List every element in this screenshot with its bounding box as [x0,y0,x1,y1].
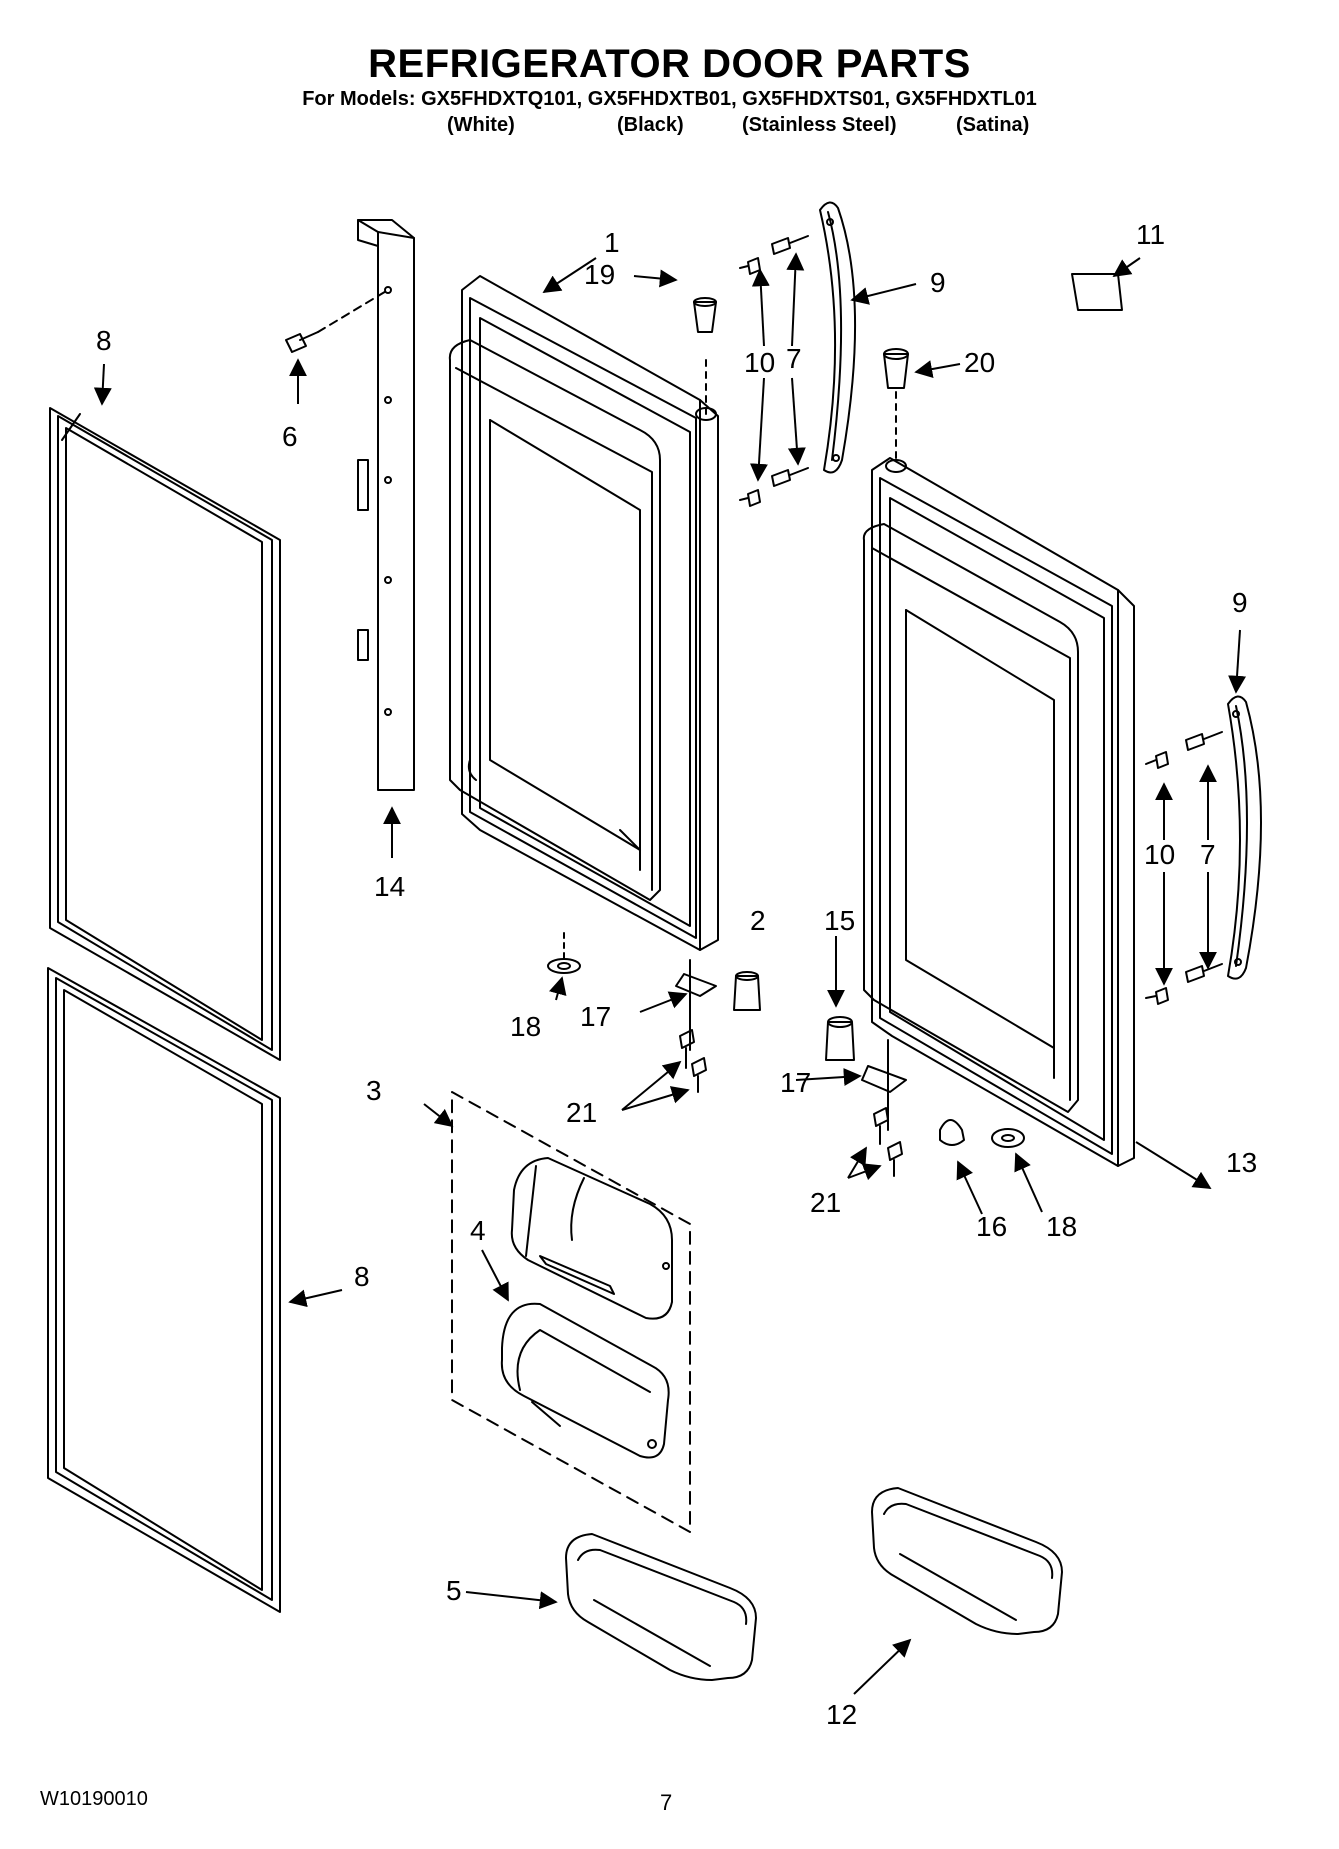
callout-labels: 1 2 3 4 5 6 7 7 8 8 8 9 9 10 10 11 12 13… [96,219,1257,1730]
door-gasket-upper [49,407,281,1061]
document-number: W10190010 [40,1788,148,1810]
callout-8-top: 8 [96,325,112,356]
hinge-cap-19 [693,297,717,333]
callout-13: 13 [1226,1147,1257,1178]
callout-7-lower: 7 [1200,839,1216,870]
variant-satina: (Satina) [956,114,1030,136]
handle-screws-lower [1145,731,1223,1005]
callout-9-upper: 9 [930,267,946,298]
screw-6 [285,289,389,353]
callout-6: 6 [282,421,298,452]
door-handle-upper [819,201,857,474]
door-bin-12 [871,1487,1063,1635]
callout-5: 5 [446,1575,462,1606]
callout-17-left: 17 [580,1001,611,1032]
callout-14: 14 [374,871,405,902]
left-door-bottom-hardware [547,929,761,1093]
callout-21-left: 21 [566,1097,597,1128]
callout-19: 19 [584,259,615,290]
page-number: 7 [660,1790,673,1815]
callout-10-upper: 10 [744,347,775,378]
handle-screws-upper [739,235,809,507]
door-bin-4 [500,1302,670,1459]
right-door-bottom-hardware [825,1016,1025,1177]
callout-15: 15 [824,905,855,936]
callout-10-lower: 10 [1144,839,1175,870]
callout-16: 16 [976,1211,1007,1242]
callout-21-right: 21 [810,1187,841,1218]
dispenser-cover [510,1157,673,1320]
door-handle-lower [1227,695,1262,980]
hinge-channel [357,219,415,791]
callout-18-right: 18 [1046,1211,1077,1242]
door-bin-5 [565,1533,757,1681]
callout-17-right: 17 [780,1067,811,1098]
callout-11: 11 [1136,219,1165,250]
callout-3: 3 [366,1075,382,1106]
variant-stainless-steel: (Stainless Steel) [742,114,897,136]
callout-2: 2 [750,905,766,936]
callout-18-left: 18 [510,1011,541,1042]
right-door [862,457,1135,1167]
left-door [448,275,719,951]
callout-12: 12 [826,1699,857,1730]
hinge-cap-20 [883,348,909,461]
page-title: REFRIGERATOR DOOR PARTS [368,42,971,86]
callout-9-lower: 9 [1232,587,1248,618]
label-plate-11 [1071,273,1123,311]
callout-4: 4 [470,1215,486,1246]
dispenser-assembly-box [451,1091,691,1533]
variant-black: (Black) [617,114,684,136]
models-line: For Models: GX5FHDXTQ101, GX5FHDXTB01, G… [302,88,1037,110]
variant-white: (White) [447,114,515,136]
leader-lines [93,252,1247,1695]
callout-8-bottom: 8 [354,1261,370,1292]
door-gasket-lower [47,967,281,1613]
callout-7-upper: 7 [786,343,802,374]
callout-1: 1 [604,227,620,258]
callout-20: 20 [964,347,995,378]
